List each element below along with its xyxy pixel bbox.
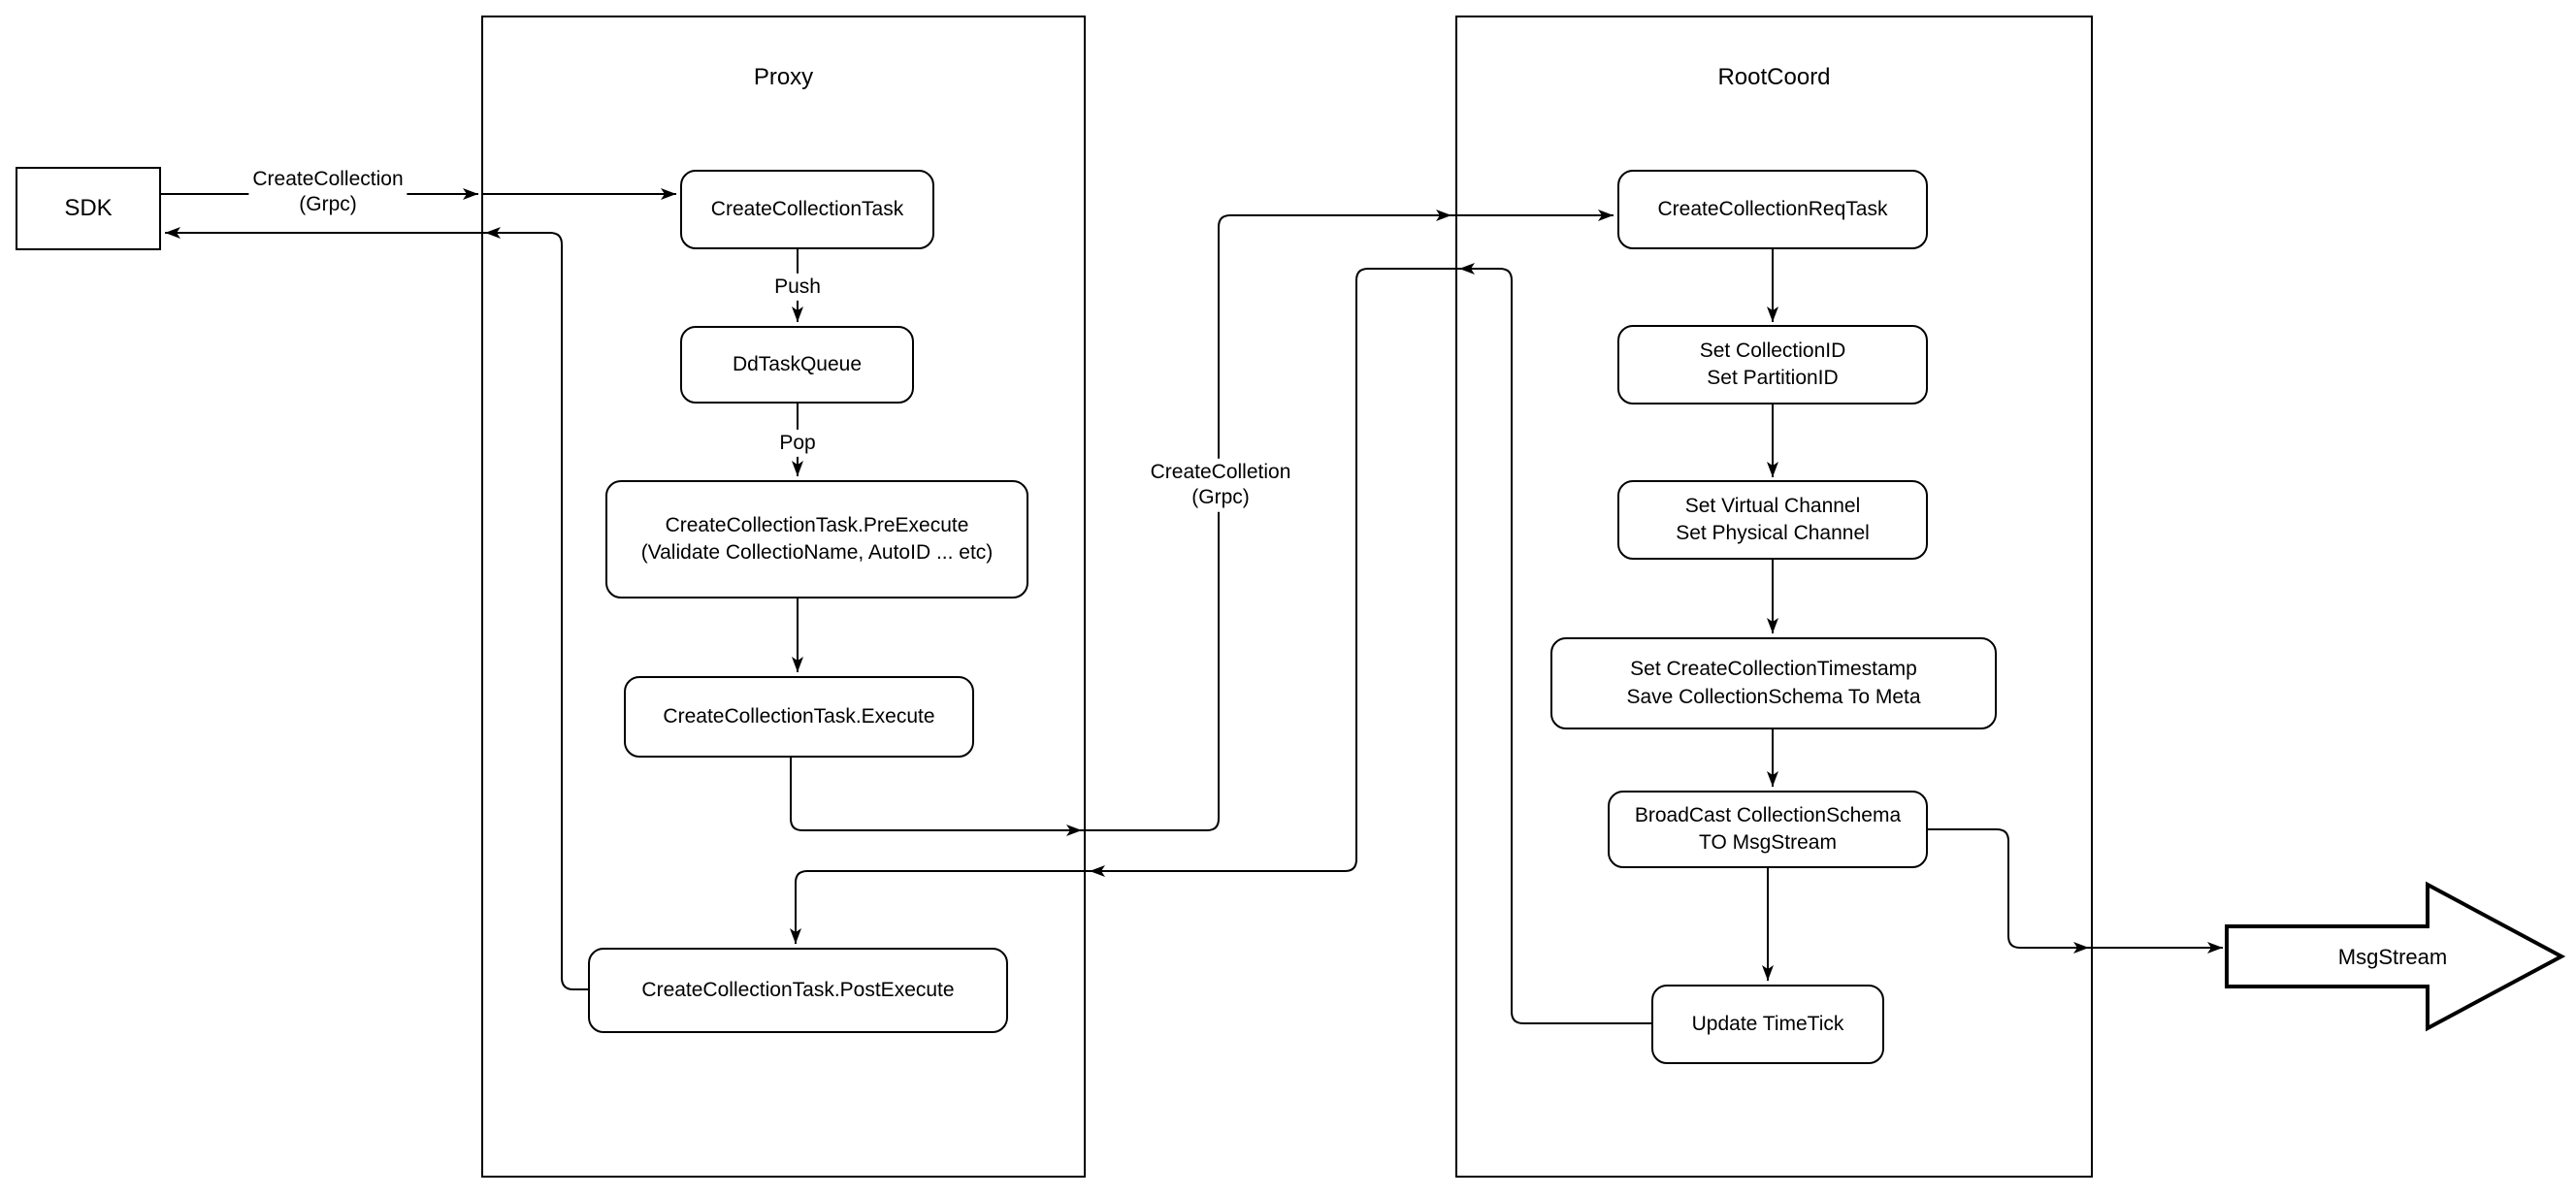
msgstream-label: MsgStream — [2337, 945, 2448, 969]
node-set-ids: Set CollectionID Set PartitionID — [1617, 325, 1928, 404]
edge-timetick-to-post — [790, 268, 1651, 1024]
node-execute: CreateCollectionTask.Execute — [624, 676, 974, 758]
proxy-title: Proxy — [753, 64, 814, 90]
node-broadcast-schema: BroadCast CollectionSchema TO MsgStream — [1608, 791, 1928, 868]
node-create-collection-task: CreateCollectionTask — [680, 170, 934, 249]
node-create-collection-req-task: CreateCollectionReqTask — [1617, 170, 1928, 249]
node-update-timetick: Update TimeTick — [1651, 985, 1884, 1064]
node-post-execute: CreateCollectionTask.PostExecute — [588, 948, 1008, 1033]
node-set-timestamp-save-schema: Set CreateCollectionTimestamp Save Colle… — [1550, 637, 1997, 729]
edge-exec-to-req — [790, 210, 1614, 831]
rootcoord-container: RootCoord — [1455, 16, 2093, 1178]
node-set-channels: Set Virtual Channel Set Physical Channel — [1617, 480, 1928, 560]
proxy-container: Proxy — [481, 16, 1086, 1178]
edge-broadcast-to-msgstream — [1928, 828, 2223, 954]
node-dd-task-queue: DdTaskQueue — [680, 326, 914, 404]
label-create-colletion-grpc: CreateColletion (Grpc) — [1146, 458, 1295, 512]
edge-post-to-sdk — [165, 227, 588, 990]
label-push: Push — [770, 273, 825, 302]
label-pop: Pop — [775, 429, 820, 458]
rootcoord-title: RootCoord — [1717, 64, 1831, 90]
node-sdk: SDK — [16, 167, 161, 250]
label-create-collection-grpc: CreateCollection (Grpc) — [248, 165, 408, 219]
msgstream-block-arrow — [2225, 881, 2566, 1032]
node-pre-execute: CreateCollectionTask.PreExecute (Validat… — [605, 480, 1028, 598]
